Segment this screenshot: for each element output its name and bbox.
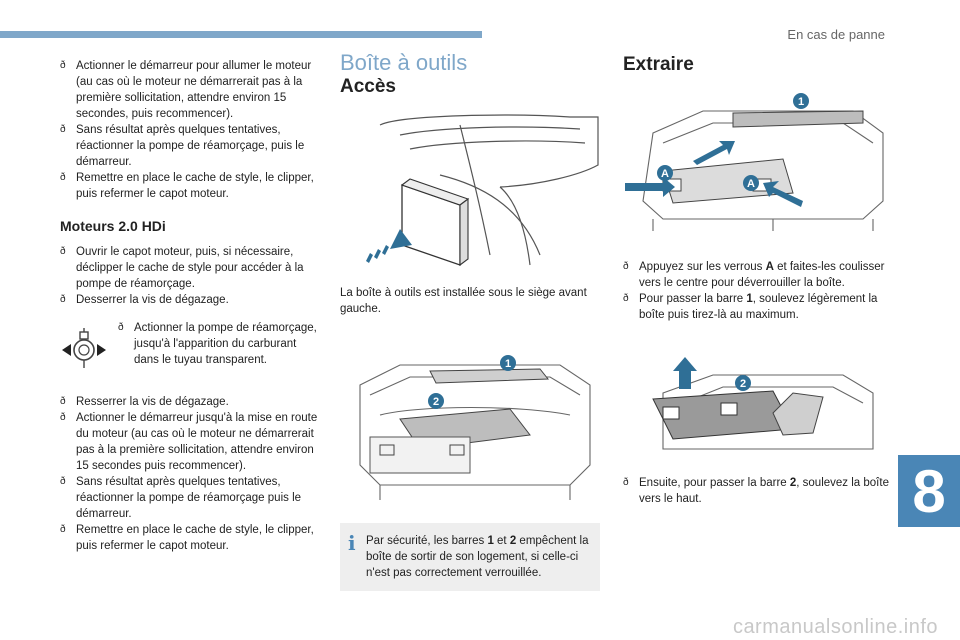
list-item: Remettre en place le cache de style, le …	[60, 170, 322, 202]
list-item: Resserrer la vis de dégazage.	[60, 394, 322, 410]
list-item: Ensuite, pour passer la barre 2, souleve…	[623, 475, 893, 507]
toolbox-unlock-illustration: 1 A A	[625, 93, 884, 231]
seat-toolbox-illustration	[366, 114, 599, 267]
location-text: La boîte à outils est installée sous le …	[340, 287, 587, 315]
list-item: Desserrer la vis de dégazage.	[60, 292, 322, 308]
bar-1-label: 1	[798, 96, 804, 108]
list-item: Sans résultat après quelques tentatives,…	[60, 122, 322, 170]
bar-1-label: 1	[505, 358, 511, 370]
list-item: Ouvrir le capot moteur, puis, si nécessa…	[60, 244, 322, 292]
section-title: Moteurs 2.0 HDi	[60, 218, 166, 234]
list-item: Actionner la pompe de réamorçage, jusqu'…	[118, 320, 318, 368]
priming-pump-icon	[62, 328, 106, 368]
column-1: Actionner le démarreur pour allumer le m…	[60, 58, 322, 554]
header-bar	[0, 31, 482, 38]
list-item: Appuyez sur les verrous A et faites-les …	[623, 259, 893, 291]
info-icon: i	[348, 531, 356, 555]
column-3: Extraire 1 A A Appuyez sur les verrous A…	[623, 55, 893, 507]
list-item: Sans résultat après quelques tentatives,…	[60, 474, 322, 522]
safety-note: i Par sécurité, les barres 1 et 2 empêch…	[340, 523, 600, 591]
watermark: carmanualsonline.info	[732, 616, 938, 638]
list-item: Actionner le démarreur pour allumer le m…	[60, 58, 322, 122]
toolbox-bars-illustration: 1 2	[359, 355, 591, 500]
bar-2-label: 2	[433, 396, 439, 408]
pump-step: Actionner la pompe de réamorçage, jusqu'…	[60, 320, 322, 382]
column-2: Boîte à outils Accès La boîte à outils e…	[340, 50, 602, 591]
lift-step: Ensuite, pour passer la barre 2, souleve…	[623, 475, 893, 507]
access-subtitle: Accès	[340, 76, 396, 97]
extract-steps: Appuyez sur les verrous A et faites-les …	[623, 259, 893, 323]
list-item: Actionner le démarreur jusqu'à la mise e…	[60, 410, 322, 474]
page-title: Boîte à outils	[340, 50, 468, 75]
intro-list: Actionner le démarreur pour allumer le m…	[60, 58, 322, 202]
toolbox-lift-illustration: 2	[652, 357, 874, 450]
list-item: Remettre en place le cache de style, le …	[60, 522, 322, 554]
steps-list-b: Resserrer la vis de dégazage. Actionner …	[60, 394, 322, 554]
chapter-tab: 8	[898, 455, 960, 527]
lock-a-label: A	[661, 168, 669, 180]
list-item: Pour passer la barre 1, soulevez légèrem…	[623, 291, 893, 323]
extract-title: Extraire	[623, 54, 694, 75]
chapter-title: En cas de panne	[787, 27, 885, 42]
lock-a-label: A	[747, 178, 755, 190]
steps-list-a: Ouvrir le capot moteur, puis, si nécessa…	[60, 244, 322, 308]
bar-2-label: 2	[740, 378, 746, 390]
